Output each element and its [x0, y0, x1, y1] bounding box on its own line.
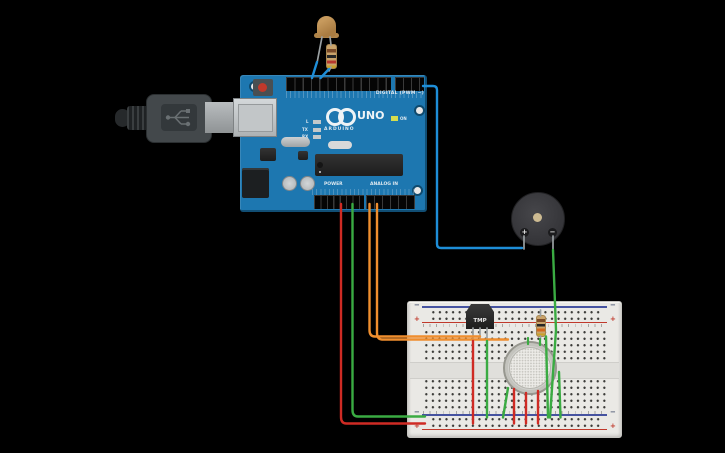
digital-header-right[interactable]: [395, 77, 424, 91]
capacitor: [282, 176, 297, 191]
usb-cable-strain-relief[interactable]: [127, 106, 150, 130]
screw-hole: [412, 185, 423, 196]
minus-symbol: −: [610, 301, 616, 309]
minus-symbol: −: [414, 301, 420, 309]
arduino-brand-text: ARDUINO: [324, 127, 355, 132]
digital-header-left[interactable]: [286, 77, 391, 91]
plus-symbol: +: [610, 422, 616, 430]
wire-red-5v-rail[interactable]: [339, 202, 427, 425]
gas-sensor-mesh: [509, 347, 551, 389]
minus-symbol: −: [414, 408, 420, 416]
wire-green-gas-right[interactable]: [544, 335, 550, 419]
tmp-label: TMP: [473, 318, 487, 324]
reset-button-housing: [253, 79, 273, 96]
bottom-pin-labels: [312, 189, 416, 195]
led-l-label: L: [306, 119, 309, 124]
rail-line-plus: [422, 321, 607, 324]
plus-symbol: +: [414, 422, 420, 430]
wire-green-gas-left[interactable]: [501, 386, 510, 419]
tmp36-temperature-sensor[interactable]: TMP: [466, 304, 494, 329]
usb-cable-end[interactable]: [115, 109, 130, 127]
buzzer-center-dot: [533, 213, 542, 222]
chip-notch: [317, 162, 323, 168]
atmega-chip: [315, 154, 403, 176]
rail-line-plus: [422, 428, 607, 431]
wire-green-gnd-rail[interactable]: [351, 202, 427, 418]
reset-button[interactable]: [258, 83, 267, 92]
power-jack: [242, 168, 269, 198]
led-anode-leg: [329, 36, 332, 46]
usb-trident-icon: [165, 109, 191, 127]
minus-symbol: −: [610, 408, 616, 416]
rail-line-minus: [422, 306, 607, 308]
wire-orange-a0[interactable]: [368, 202, 482, 338]
capacitor: [300, 176, 315, 191]
small-ic: [260, 148, 276, 161]
analog-header[interactable]: [366, 195, 415, 209]
digital-pin-labels: [286, 91, 424, 98]
led-cathode-leg: [316, 36, 323, 64]
power-label: POWER: [324, 182, 343, 187]
plus-symbol: +: [414, 315, 420, 323]
arduino-logo-icon: [338, 108, 356, 126]
tx-label: TX: [302, 127, 308, 132]
wire-blue-pin13-resistor[interactable]: [319, 67, 331, 80]
led-l: [313, 120, 321, 124]
wire-green-buzzer-gnd[interactable]: [548, 248, 558, 419]
wire-orange-a1[interactable]: [375, 202, 510, 341]
on-label: ON: [400, 116, 407, 121]
column-numbers: [423, 324, 607, 327]
rx-led: [313, 135, 321, 139]
screw-hole: [414, 105, 425, 116]
digital-label: DIGITAL (PWM ~): [375, 91, 424, 96]
small-ic: [298, 151, 308, 160]
arduino-uno-board[interactable]: DIGITAL (PWM ~) POWER ANALOG IN ARDUINO …: [240, 75, 427, 212]
buzzer-minus-terminal[interactable]: −: [548, 228, 557, 237]
wire-blue-buzzer[interactable]: [421, 84, 524, 250]
tx-led: [313, 128, 321, 132]
usb-port-inner: [238, 104, 273, 132]
chip-dot: [319, 171, 321, 173]
rx-label: RX: [302, 134, 308, 139]
plus-symbol: +: [610, 315, 616, 323]
silkscreen-pill: [328, 141, 352, 149]
wire-green-gas-side[interactable]: [557, 370, 562, 419]
buzzer-plus-terminal[interactable]: +: [520, 228, 529, 237]
wire-blue-gnd-led[interactable]: [310, 60, 319, 80]
uno-text: UNO: [357, 109, 385, 122]
usb-logo-plate: [161, 104, 197, 131]
analog-in-label: ANALOG IN: [370, 182, 398, 187]
on-led: [391, 116, 398, 121]
crystal-oscillator: [281, 137, 310, 147]
led[interactable]: [317, 16, 336, 37]
